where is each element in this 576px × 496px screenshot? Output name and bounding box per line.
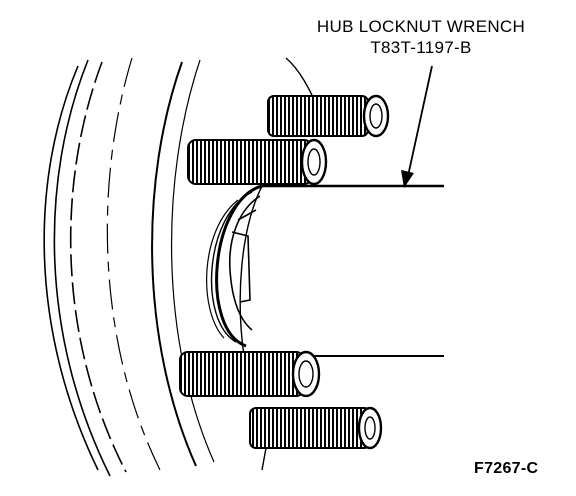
callout-title: HUB LOCKNUT WRENCH bbox=[316, 17, 526, 36]
stud-lower-front bbox=[179, 350, 321, 398]
callout-part-number: T83T-1197-B bbox=[370, 38, 472, 57]
stud-lower-rear bbox=[249, 406, 383, 471]
wheel-rim-arcs bbox=[43, 57, 215, 477]
stud-upper-rear bbox=[267, 94, 390, 138]
figure-id: F7267-C bbox=[474, 460, 539, 477]
locknut-wrench bbox=[239, 184, 444, 357]
hub-recess bbox=[228, 195, 261, 331]
stud-upper-front bbox=[187, 138, 328, 186]
callout-arrow bbox=[401, 65, 433, 188]
callout-label: HUB LOCKNUT WRENCH T83T-1197-B bbox=[286, 16, 556, 58]
